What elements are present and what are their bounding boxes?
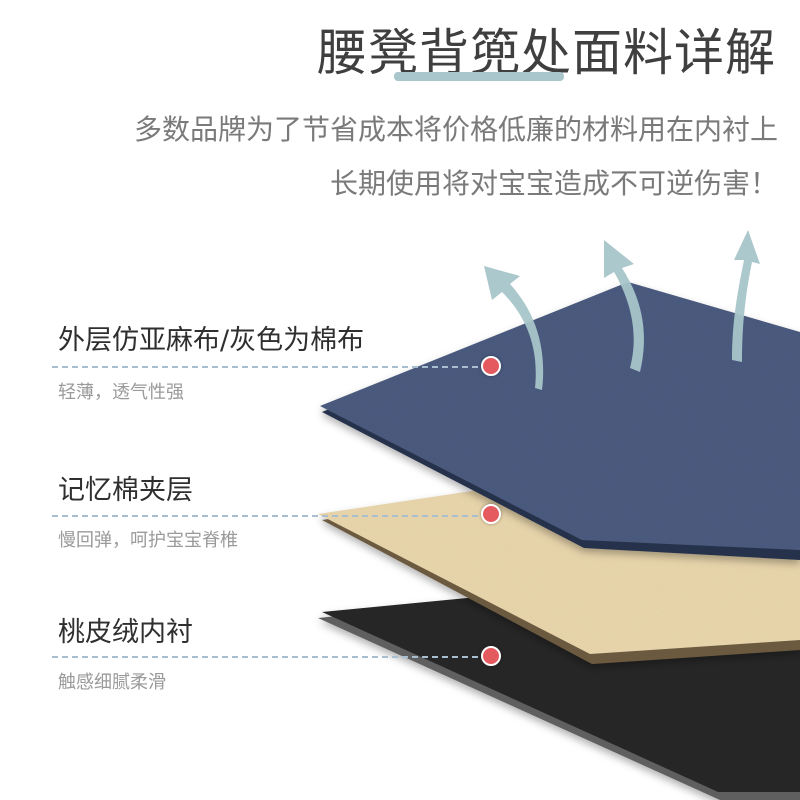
marker-dot-lining — [481, 646, 501, 666]
outer-linen-layer — [320, 282, 800, 560]
leader-line-lining — [52, 656, 488, 658]
title-underline-accent — [394, 72, 564, 81]
marker-dot-outer — [481, 356, 501, 376]
layer-label-lining: 桃皮绒内衬 — [58, 617, 193, 648]
leader-line-outer — [52, 366, 488, 368]
airflow-arrow-3 — [732, 230, 760, 362]
layer-desc-outer: 轻薄，透气性强 — [58, 382, 184, 403]
layer-label-outer: 外层仿亚麻布/灰色为棉布 — [58, 325, 365, 356]
layer-label-foam: 记忆棉夹层 — [58, 475, 193, 506]
airflow-arrow-1 — [484, 266, 544, 390]
marker-dot-foam — [481, 504, 501, 524]
layer-desc-lining: 触感细腻柔滑 — [58, 672, 166, 693]
leader-line-foam — [52, 515, 488, 517]
airflow-arrow-2 — [604, 240, 644, 372]
layer-desc-foam: 慢回弹，呵护宝宝脊椎 — [58, 530, 238, 551]
subtitle-line-2: 长期使用将对宝宝造成不可逆伤害！ — [329, 167, 778, 200]
subtitle-line-1: 多数品牌为了节省成本将价格低廉的材料用在内衬上 — [133, 113, 778, 146]
